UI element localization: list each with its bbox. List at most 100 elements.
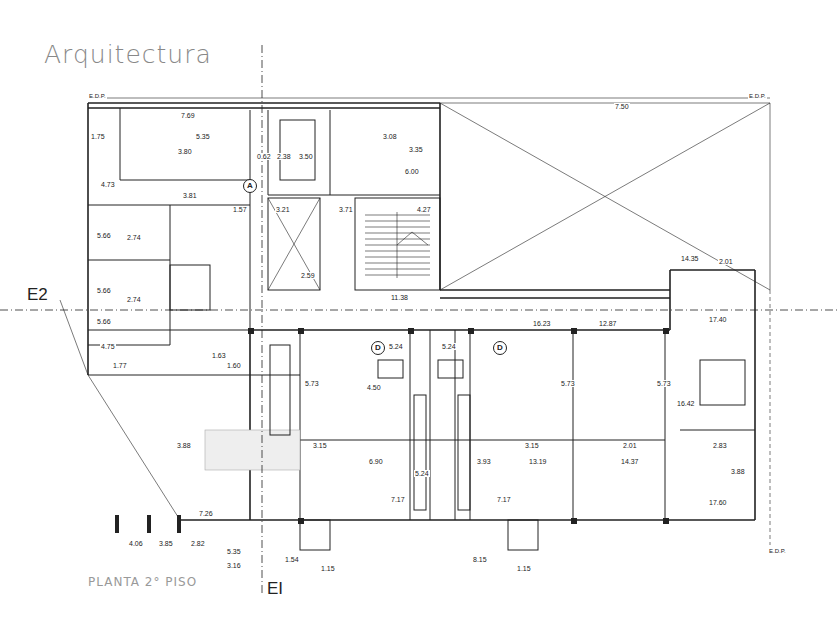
dimension-label: 5.66 [96, 318, 112, 325]
dimension-label: 7.17 [390, 496, 406, 503]
axis-name: EI [266, 580, 284, 597]
kitchen-strip [270, 345, 290, 435]
column [663, 328, 669, 334]
wall [88, 108, 440, 375]
dimension-label: 1.77 [112, 362, 128, 369]
axis-line [262, 45, 263, 595]
dimension-label: 4.27 [416, 206, 432, 213]
section-marker: D [493, 341, 507, 355]
dimension-label: 0.62 [256, 153, 272, 160]
stair [355, 198, 440, 290]
bath-fixture [378, 360, 403, 378]
edge-line [770, 290, 771, 545]
marker-letter: D [375, 344, 381, 352]
dimension-label: 5.35 [226, 548, 242, 555]
dimension-label: 5.24 [414, 470, 430, 477]
dimension-label: 4.73 [100, 181, 116, 188]
dimension-label: 16.23 [532, 320, 552, 327]
dimension-label: 3.81 [182, 192, 198, 199]
dimension-label: 2.38 [276, 153, 292, 160]
dimension-label: E.D.P. [88, 93, 107, 99]
dimension-label: 3.15 [524, 442, 540, 449]
dimension-label: 3.88 [730, 468, 746, 475]
kitchen-strip [458, 395, 470, 510]
post [177, 515, 181, 533]
dimension-label: 3.16 [226, 562, 242, 569]
dimension-label: 6.00 [404, 168, 420, 175]
dimension-label: 6.90 [368, 458, 384, 465]
title: Arquitectura [44, 40, 212, 69]
column [298, 328, 304, 334]
axis-name: E2 [26, 286, 49, 303]
dimension-label: 3.88 [176, 442, 192, 449]
stair-steps [365, 212, 430, 278]
dimension-label: 7.69 [180, 112, 196, 119]
dimension-label: 1.54 [284, 556, 300, 563]
dimension-label: 3.85 [158, 540, 174, 547]
dimension-label: 5.73 [304, 380, 320, 387]
dimension-label: 17.40 [708, 316, 728, 323]
column [248, 328, 254, 334]
dimension-label: E.D.P. [768, 548, 787, 554]
dimension-label: 4.50 [366, 384, 382, 391]
axis-line [0, 310, 840, 311]
dimension-label: E.D.P. [748, 93, 767, 99]
dimension-label: 3.35 [408, 146, 424, 153]
column [571, 518, 577, 524]
dimension-label: 7.50 [614, 103, 630, 110]
dimension-label: 17.60 [708, 499, 728, 506]
caption: PLANTA 2° PISO [88, 575, 197, 589]
dimension-label: 3.21 [275, 206, 291, 213]
void-outline [440, 103, 770, 290]
balcony [300, 520, 330, 550]
dimension-label: 2.01 [718, 258, 734, 265]
dimension-label: 1.57 [232, 206, 248, 213]
dimension-label: 2.74 [126, 234, 142, 241]
dimension-label: 5.35 [195, 133, 211, 140]
dimension-label: 2.74 [126, 296, 142, 303]
diagonal-line [60, 300, 180, 520]
post [115, 515, 119, 533]
column [468, 328, 474, 334]
dimension-label: 5.24 [388, 343, 404, 350]
bath-fixture [700, 360, 745, 405]
dimension-label: 3.71 [338, 206, 354, 213]
column [408, 328, 414, 334]
dimension-line [88, 98, 770, 99]
dimension-label: 1.75 [90, 133, 106, 140]
hatched-area [205, 430, 300, 470]
kitchen-strip [414, 395, 426, 510]
dimension-label: 7.17 [496, 496, 512, 503]
dimension-label: 1.63 [211, 352, 227, 359]
wall [300, 330, 755, 520]
dimension-label: 13.19 [528, 458, 548, 465]
elevator-cross [268, 198, 320, 290]
dimension-label: 2.82 [190, 540, 206, 547]
dimension-label: 1.15 [516, 565, 532, 572]
column [571, 328, 577, 334]
section-marker: A [243, 179, 257, 193]
section-marker: D [371, 341, 385, 355]
dimension-label: 5.66 [96, 232, 112, 239]
dimension-label: 5.73 [560, 380, 576, 387]
dimension-label: 3.50 [298, 153, 314, 160]
dimension-label: 5.66 [96, 287, 112, 294]
dimension-label: 5.24 [441, 343, 457, 350]
bath-fixture [438, 360, 463, 378]
dimension-label: 2.59 [300, 272, 316, 279]
marker-letter: A [247, 182, 253, 190]
dimension-label: 1.15 [320, 565, 336, 572]
column [663, 518, 669, 524]
dimension-label: 2.01 [622, 442, 638, 449]
bath-fixture [170, 265, 210, 310]
dimension-label: 11.38 [390, 294, 409, 301]
balcony [508, 520, 538, 550]
marker-letter: D [497, 344, 503, 352]
wall [88, 103, 440, 375]
dimension-label: 2.83 [712, 442, 728, 449]
dimension-label: 7.26 [198, 510, 214, 517]
post [147, 515, 151, 533]
dimension-label: 4.75 [100, 343, 116, 350]
dimension-label: 8.15 [472, 556, 488, 563]
